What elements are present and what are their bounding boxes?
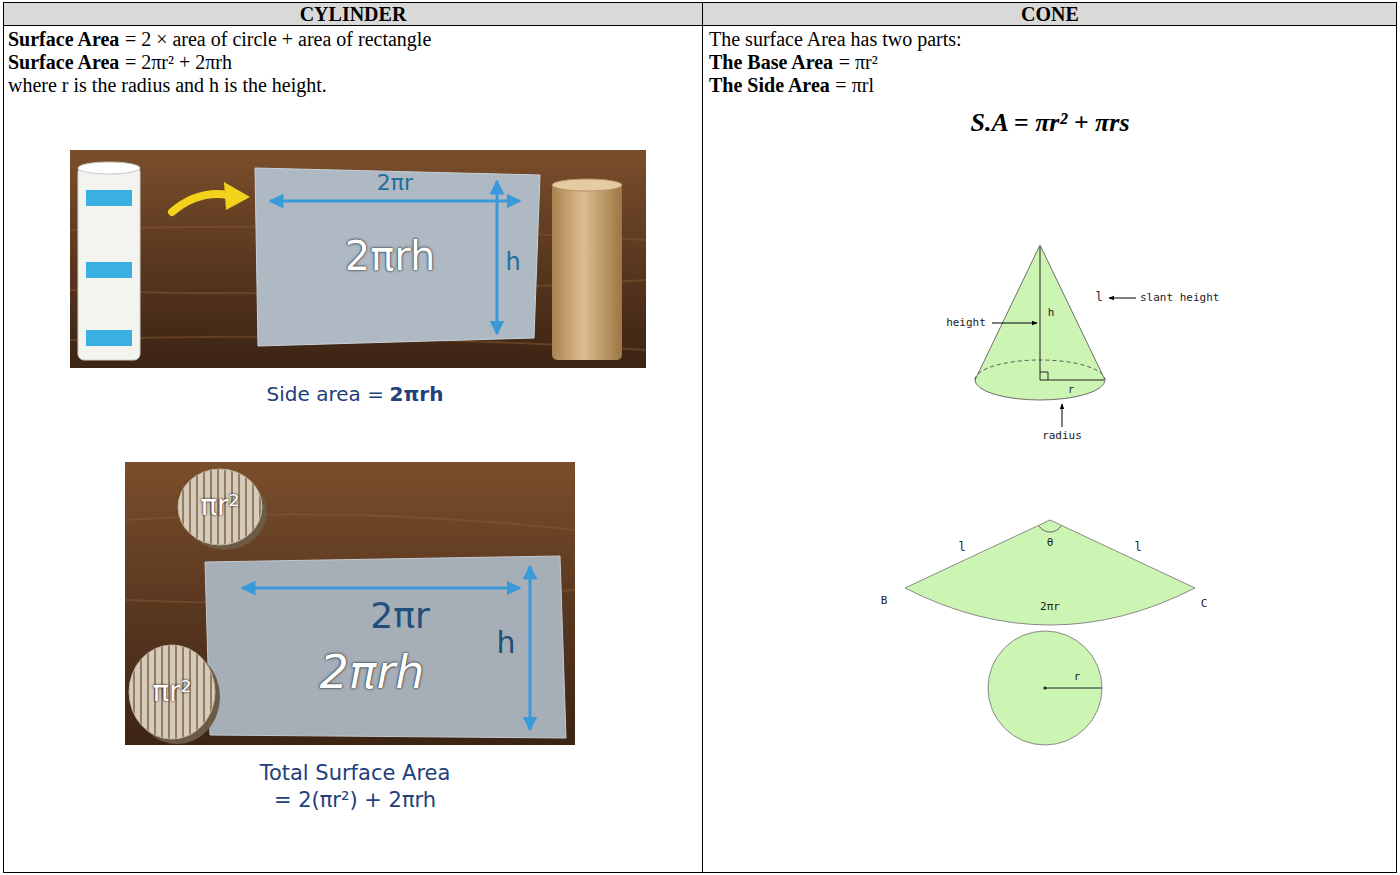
intro-text: The surface Area has two parts: <box>709 28 962 50</box>
dimension-label: h <box>505 249 520 275</box>
area-label: πr² <box>200 491 240 522</box>
radius-line <box>1040 380 1104 381</box>
formula-text: = 2 × area of circle + area of rectangle <box>125 28 431 50</box>
top-disk <box>178 469 262 545</box>
photo-background <box>125 462 575 745</box>
tape <box>86 330 132 346</box>
column-heading: CONE <box>1021 3 1079 25</box>
term: Surface Area <box>8 28 119 50</box>
dimension-label: h <box>496 626 515 659</box>
photo-caption: 2πrh <box>390 383 444 405</box>
figure-label: r <box>1074 671 1081 683</box>
column-heading: CYLINDER <box>300 3 407 25</box>
figure-label: l <box>1134 541 1141 554</box>
area-label: πr² <box>152 677 192 708</box>
wooden-cylinder-top <box>552 179 622 191</box>
table-cell: The surface Area has two parts:The Base … <box>702 25 1397 873</box>
leader-arrow <box>1062 404 1063 427</box>
dimension-label: 2πr <box>370 596 429 636</box>
unrolled-paper <box>255 168 540 346</box>
net-sector <box>905 520 1195 625</box>
figure-label: C <box>1201 598 1208 610</box>
tape <box>86 190 132 206</box>
height-line <box>1040 247 1041 380</box>
circumference-arrow <box>270 200 520 203</box>
area-label: 2πrh <box>319 647 424 698</box>
figure-label: l <box>958 541 965 554</box>
height-arrow <box>529 566 532 730</box>
term: The Side Area <box>709 74 830 96</box>
dimension-label: 2πr <box>377 171 413 195</box>
cone-body <box>975 245 1105 400</box>
angle-arc <box>1039 526 1061 532</box>
figure-label: height <box>946 317 986 329</box>
photo-caption: Side area = <box>267 383 384 405</box>
leader-arrow <box>992 323 1037 324</box>
area-label: 2πrh <box>345 234 436 278</box>
yellow-arrow <box>172 194 228 212</box>
figure-label: B <box>881 595 888 607</box>
paper-cylinder <box>78 166 140 360</box>
wooden-cylinder <box>552 183 622 360</box>
yellow-arrow-head <box>224 182 250 210</box>
term: Surface Area <box>8 51 119 73</box>
figure-label: l <box>1095 291 1102 304</box>
formula-text: = 2πr² + 2πrh <box>125 51 232 73</box>
photo-caption: = 2(πr²) + 2πrh <box>274 789 436 812</box>
figure-label: θ <box>1047 537 1054 549</box>
cylinder-unroll-photo <box>70 150 646 368</box>
figure-label: radius <box>1042 430 1082 442</box>
radius-line <box>1045 688 1102 689</box>
photo-caption: Total Surface Area <box>260 762 451 785</box>
cone-net <box>905 520 1195 745</box>
tape <box>86 262 132 278</box>
unrolled-paper <box>205 556 566 738</box>
figure-label: 2πr <box>1040 601 1060 613</box>
table-header-cell: CYLINDER <box>3 2 703 26</box>
formula-text: = πr² <box>839 51 878 73</box>
net-base-circle <box>988 631 1102 745</box>
circumference-arrow <box>242 587 520 590</box>
leader-arrow <box>1109 298 1136 299</box>
term: The Base Area <box>709 51 833 73</box>
center-dot <box>1043 686 1046 689</box>
total-surface-photo <box>125 462 575 745</box>
figure-label: h <box>1048 307 1055 319</box>
paper-cylinder-top <box>78 162 140 174</box>
note-text: where r is the radius and h is the heigh… <box>8 74 327 96</box>
table-header-cell: CONE <box>702 2 1397 26</box>
formula: S.A = πr² + πrs <box>970 109 1129 138</box>
height-arrow <box>496 181 499 334</box>
figure-label: r <box>1068 384 1074 395</box>
right-angle-mark <box>1040 372 1048 380</box>
cone-figure <box>975 245 1136 427</box>
formula-text: = πrl <box>835 74 874 96</box>
figure-label: slant height <box>1140 292 1219 304</box>
bottom-disk <box>129 645 215 739</box>
photo-background <box>70 150 646 368</box>
table-cell: Surface Area = 2 × area of circle + area … <box>3 25 703 873</box>
